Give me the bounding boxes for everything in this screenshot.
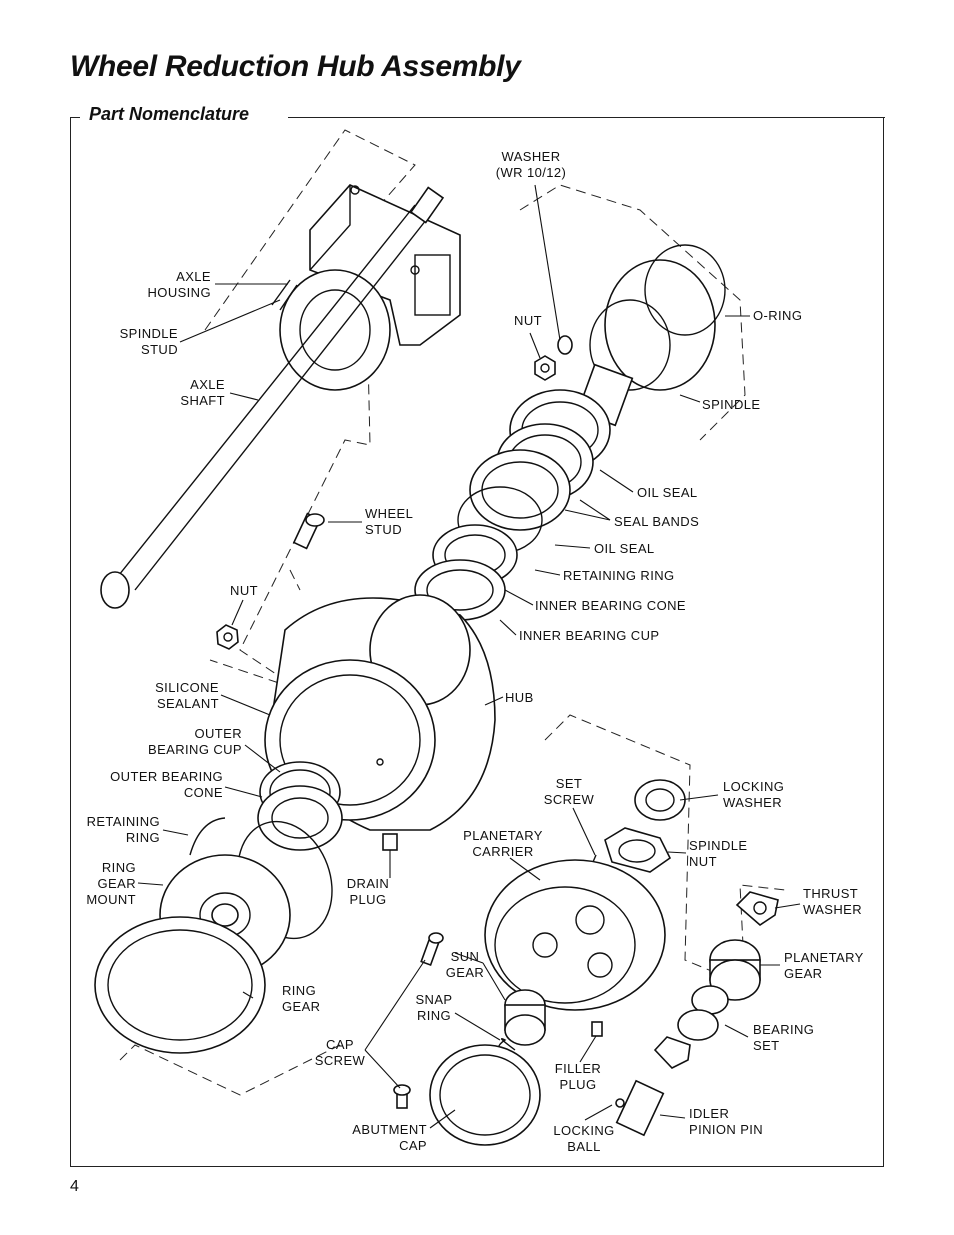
- drain-plug-drawing: [382, 833, 398, 851]
- axle-group-outline: [204, 129, 416, 691]
- sun-gear-drawing: [504, 989, 546, 1046]
- diagram-frame: [70, 117, 884, 1167]
- locking-washer-drawing: [634, 779, 686, 821]
- frame-top-left-rule: [70, 117, 80, 118]
- filler-plug-drawing: [591, 1021, 603, 1037]
- axle-shaft-drawing: [100, 186, 445, 609]
- label-washer: WASHER(WR 10/12): [496, 149, 566, 180]
- carrier-group-outline: [544, 714, 786, 986]
- idler-pinion-pin-drawing: [615, 1079, 665, 1137]
- seal-stack-drawing: [414, 389, 611, 621]
- label-nut-top: NUT: [514, 313, 542, 328]
- thrust-washer-drawing: [735, 891, 779, 927]
- ring-gear-group-outline: [119, 1044, 341, 1096]
- spindle-group-outline: [519, 184, 746, 441]
- leader-lines: [137, 184, 801, 1129]
- frame-top-right-rule: [288, 117, 885, 118]
- label-retaining-ring-top: RETAINING RING: [563, 568, 675, 583]
- top-nut-drawing: [534, 335, 573, 381]
- o-ring-drawing: [644, 244, 726, 336]
- abutment-cap-drawing: [429, 1044, 541, 1146]
- label-hub: HUB: [505, 690, 534, 705]
- wheel-stud-drawing: [292, 512, 325, 550]
- section-subtitle: Part Nomenclature: [89, 104, 250, 124]
- outer-bearing-drawing: [257, 761, 343, 851]
- mid-nut-drawing: [216, 624, 239, 650]
- axle-housing-drawing: [279, 184, 461, 391]
- label-oil-seal-1: OIL SEAL: [637, 485, 698, 500]
- page-title: Wheel Reduction Hub Assembly: [70, 50, 521, 83]
- page-number: 4: [70, 1178, 79, 1195]
- cap-screw-drawing: [420, 932, 444, 967]
- locking-ball-drawing: [615, 1098, 625, 1108]
- label-inner-bearing-cone: INNER BEARING CONE: [535, 598, 686, 613]
- label-o-ring: O-RING: [753, 308, 802, 323]
- bearing-set-drawing: [653, 985, 729, 1069]
- label-spindle: SPINDLE: [702, 397, 760, 412]
- label-nut-mid: NUT: [230, 583, 258, 598]
- spindle-nut-drawing: [604, 827, 672, 873]
- ring-gear-drawing: [94, 916, 266, 1054]
- label-seal-bands: SEAL BANDS: [614, 514, 699, 529]
- hub-group-outline: [289, 569, 301, 591]
- planetary-gear-drawing: [709, 939, 761, 1001]
- label-oil-seal-2: OIL SEAL: [594, 541, 655, 556]
- planetary-carrier-drawing: [484, 859, 666, 1011]
- label-inner-bearing-cup: INNER BEARING CUP: [519, 628, 659, 643]
- bottom-cap-screw-drawing: [393, 1084, 411, 1109]
- retaining-ring-open-drawing: [189, 817, 226, 856]
